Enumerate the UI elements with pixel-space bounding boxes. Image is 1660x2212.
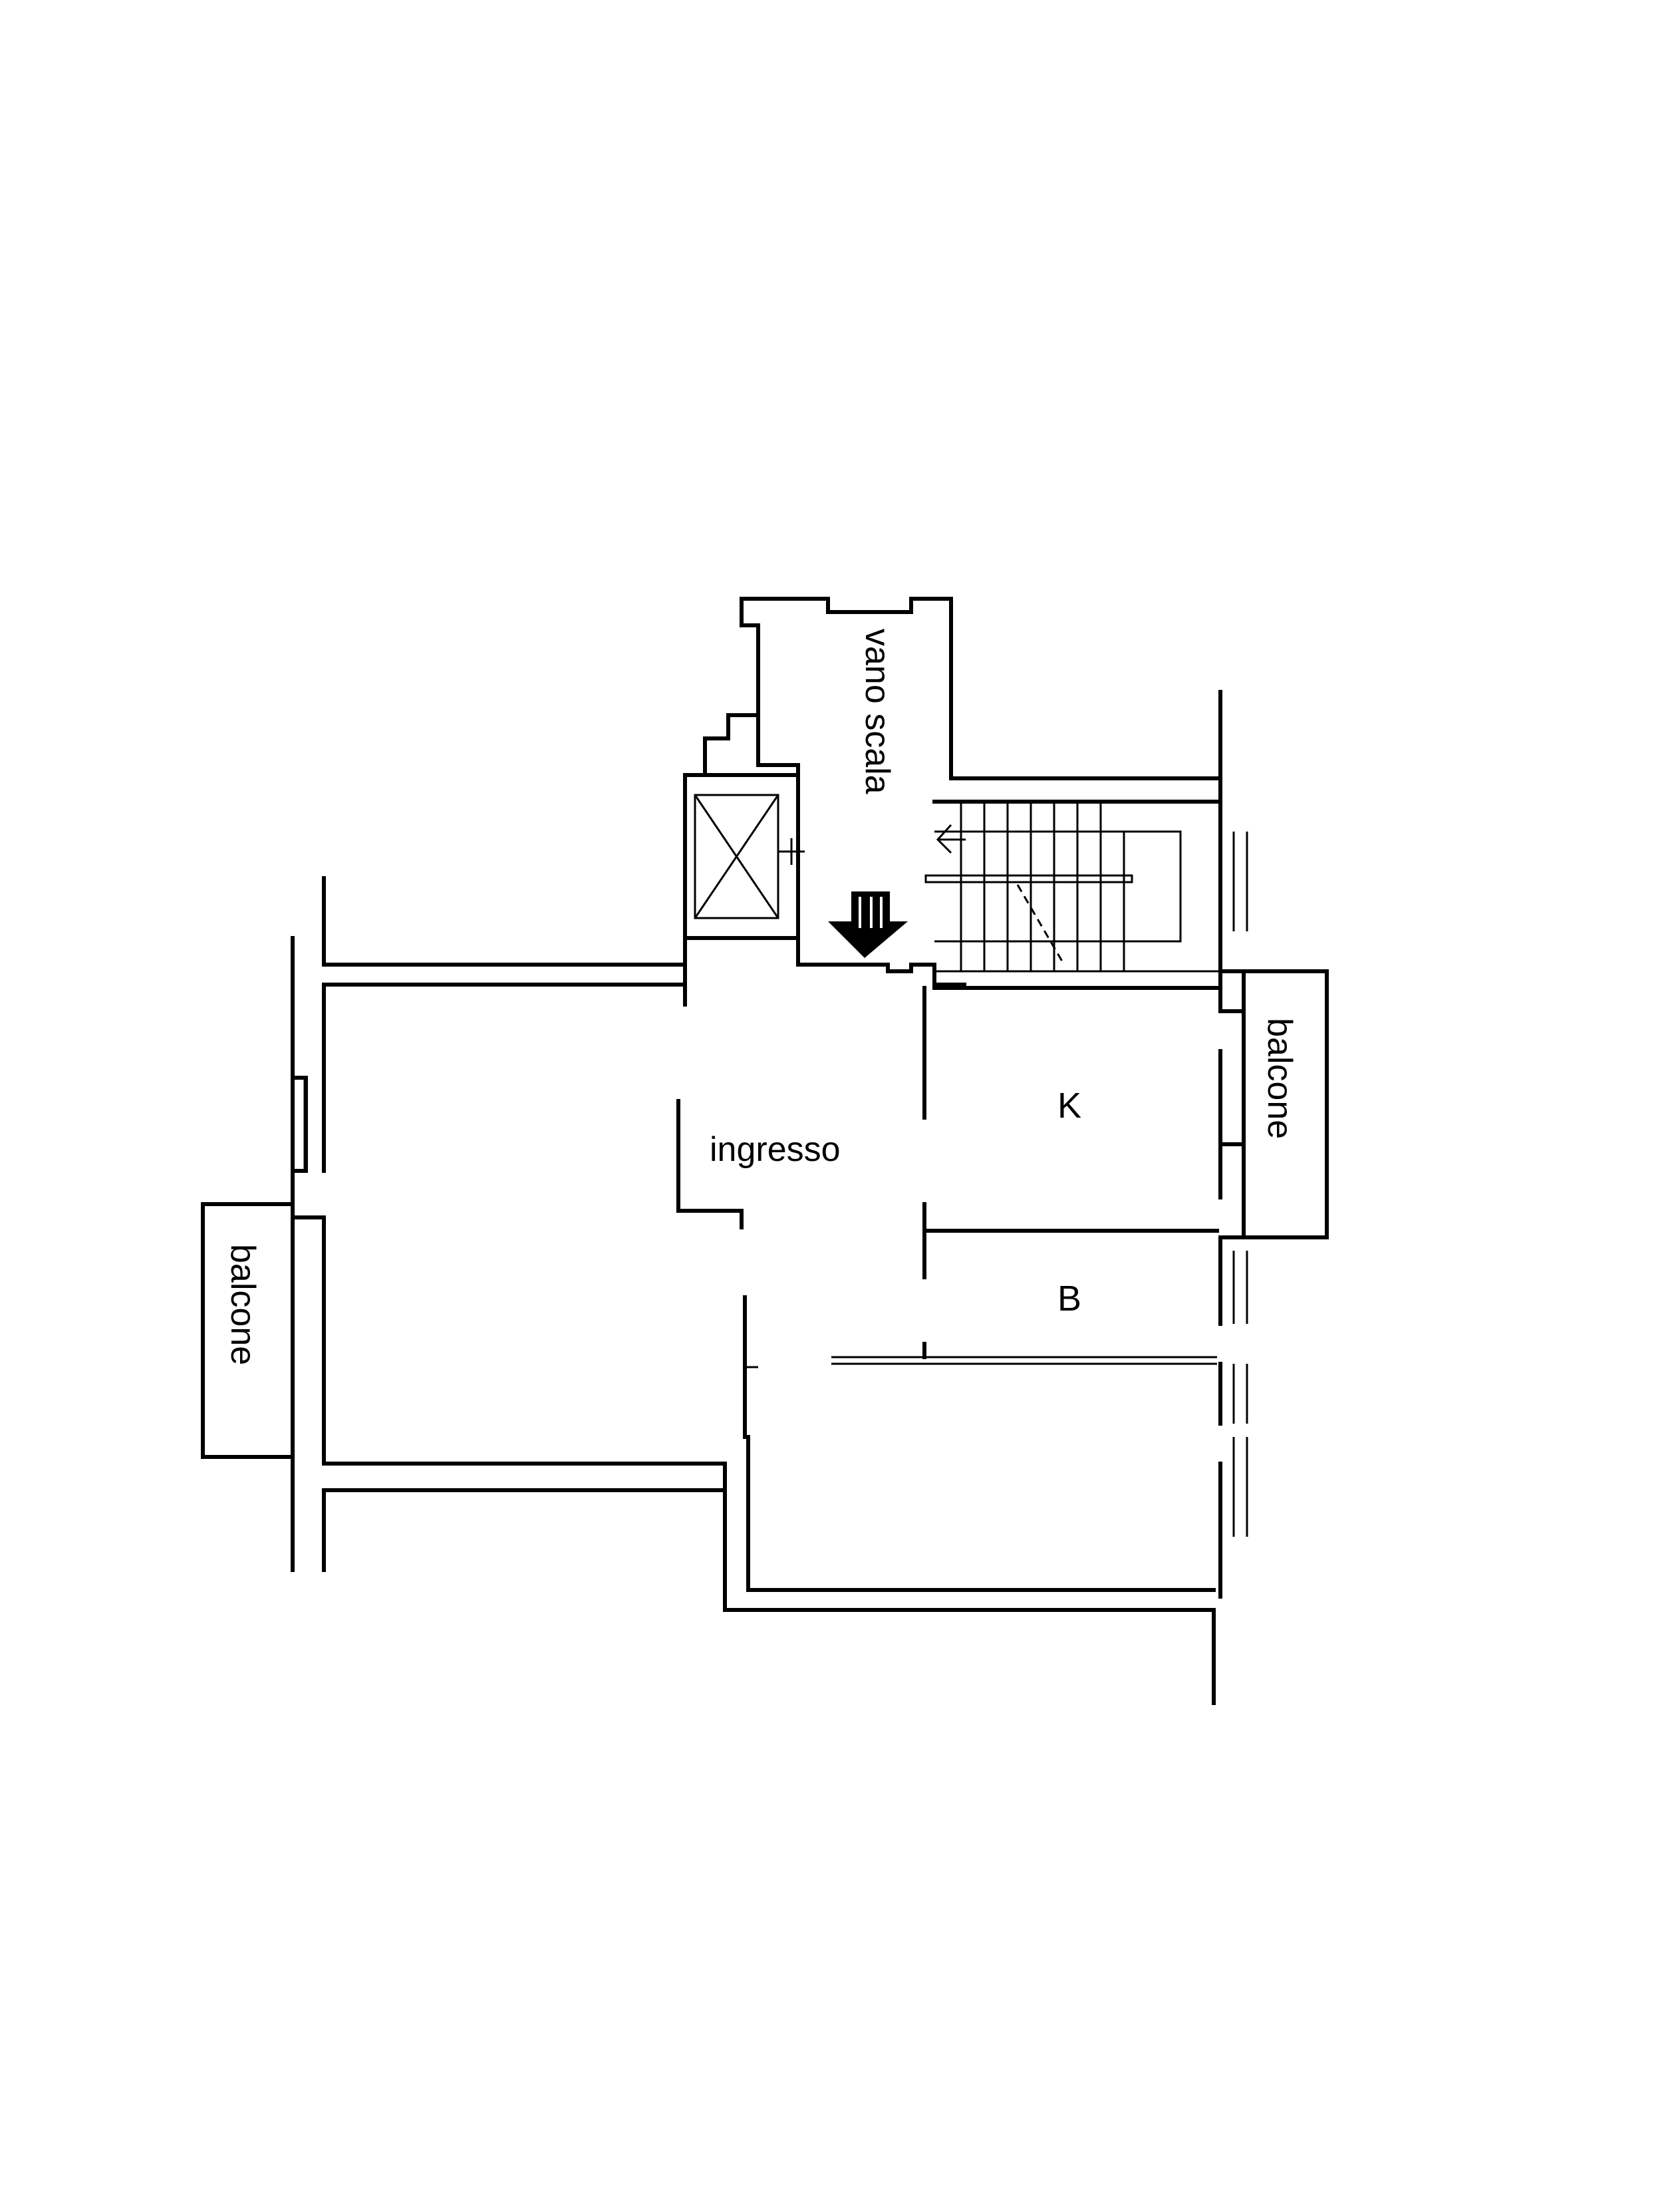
stairs-icon: [924, 800, 1222, 980]
stairwell-walls: [703, 597, 1222, 987]
balcony-right-label: balcone: [1260, 1018, 1299, 1139]
kitchen-label: K: [1057, 1086, 1081, 1126]
entry-arrow-icon: [828, 891, 908, 958]
stairwell-label: vano scala: [858, 629, 897, 794]
balcony-left: [201, 1202, 295, 1466]
balcony-left-label: balcone: [223, 1244, 262, 1365]
balcony-right: [1218, 969, 1329, 1239]
entrance-label: ingresso: [710, 1130, 841, 1169]
bathroom-label: B: [1057, 1279, 1081, 1319]
apartment-walls: [291, 830, 1248, 1705]
elevator-icon: [683, 773, 805, 940]
